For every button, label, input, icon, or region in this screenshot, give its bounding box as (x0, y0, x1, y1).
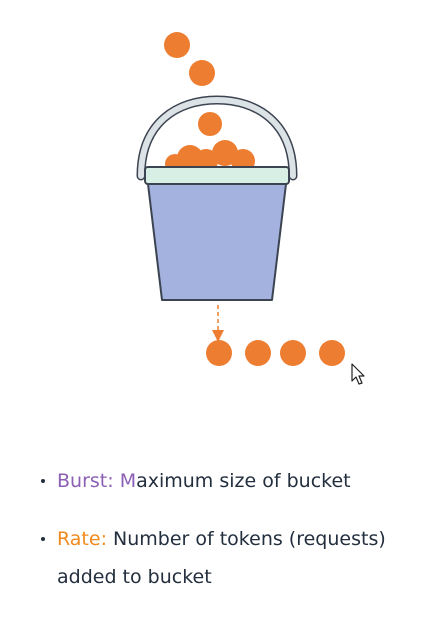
legend-item-rate: Rate: Number of tokens (requests) added … (0, 520, 442, 596)
bucket-rim (144, 166, 290, 185)
output-token (319, 340, 345, 366)
bullet (41, 537, 45, 541)
bucket-token (198, 112, 222, 136)
legend-item-burst: Burst: Maximum size of bucket (0, 462, 442, 500)
burst-accent-letter: M (119, 470, 137, 492)
output-token (245, 340, 271, 366)
rate-description: Number of tokens (requests) added to buc… (57, 528, 386, 588)
token-bucket-illustration (136, 32, 365, 385)
burst-description: aximum size of bucket (136, 470, 351, 492)
falling-token (164, 32, 190, 58)
bucket-body (147, 183, 287, 301)
bucket-handle-fill (138, 96, 296, 179)
legend-list: Burst: Maximum size of bucket Rate: Numb… (0, 462, 442, 616)
falling-token (189, 60, 215, 86)
token-bucket-diagram (136, 32, 365, 385)
burst-term: Burst: (57, 470, 120, 492)
mouse-pointer-icon (351, 363, 365, 385)
output-token (280, 340, 306, 366)
output-token (206, 340, 232, 366)
bullet (41, 479, 45, 483)
rate-term: Rate: (57, 528, 114, 550)
